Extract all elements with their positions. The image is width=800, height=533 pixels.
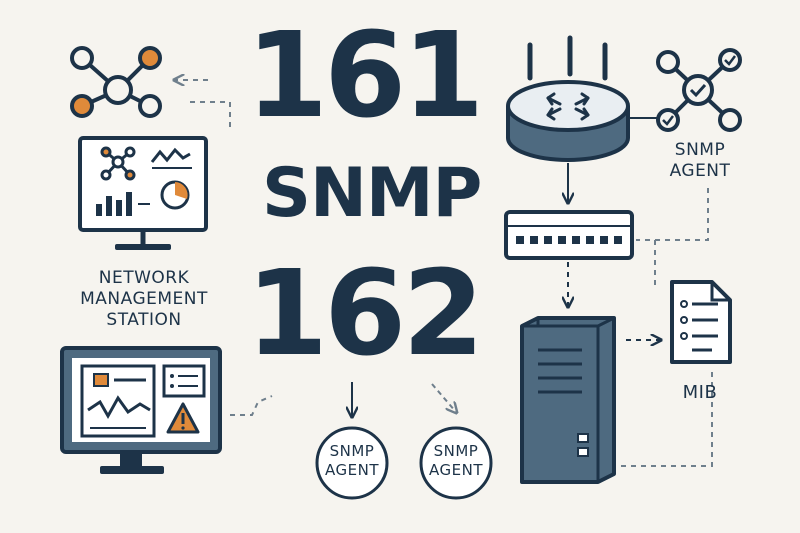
- agent-circle-1-line1: SNMP: [329, 442, 375, 460]
- warning-icon: [166, 402, 200, 434]
- agent-circle-1-line2: AGENT: [325, 461, 379, 479]
- agent-circle-2: [419, 426, 493, 500]
- network-topology-icon: [70, 46, 162, 118]
- agent-circle-2-line2: AGENT: [429, 461, 483, 479]
- nms-label-line2: MANAGEMENT: [80, 289, 208, 309]
- snmp-agent-label-top: SNMP AGENT: [650, 140, 750, 182]
- monitor-link-dashed: [230, 395, 273, 416]
- nms-label-line1: NETWORK: [98, 268, 190, 288]
- nms-label-line3: STATION: [106, 310, 182, 330]
- agent-circle-1-label: SNMP AGENT: [317, 442, 387, 480]
- document-list-icon: [670, 280, 732, 364]
- agent-circle-1: [315, 426, 389, 500]
- router-icon: [506, 35, 630, 162]
- snmp-agent-label-top-line1: SNMP: [674, 140, 726, 160]
- network-check-icon: [656, 48, 742, 132]
- port-161-heading: 161: [246, 6, 484, 144]
- agent-circle-2-line1: SNMP: [433, 442, 479, 460]
- server-tower-icon: [520, 316, 616, 484]
- agent-circle-2-label: SNMP AGENT: [421, 442, 491, 480]
- right-dashed-links: [620, 188, 713, 467]
- switch-icon: [504, 210, 634, 260]
- nms-label: NETWORK MANAGEMENT STATION: [40, 268, 248, 331]
- alert-monitor-icon: [60, 346, 222, 474]
- dashboard-monitor-icon: [78, 136, 208, 250]
- return-arrow-dashed: [175, 80, 231, 128]
- port-to-agent-arrow-2: [431, 383, 456, 412]
- mib-label: MIB: [682, 382, 718, 403]
- protocol-heading: SNMP: [262, 154, 482, 233]
- snmp-agent-label-top-line2: AGENT: [669, 161, 731, 181]
- port-162-heading: 162: [246, 244, 484, 382]
